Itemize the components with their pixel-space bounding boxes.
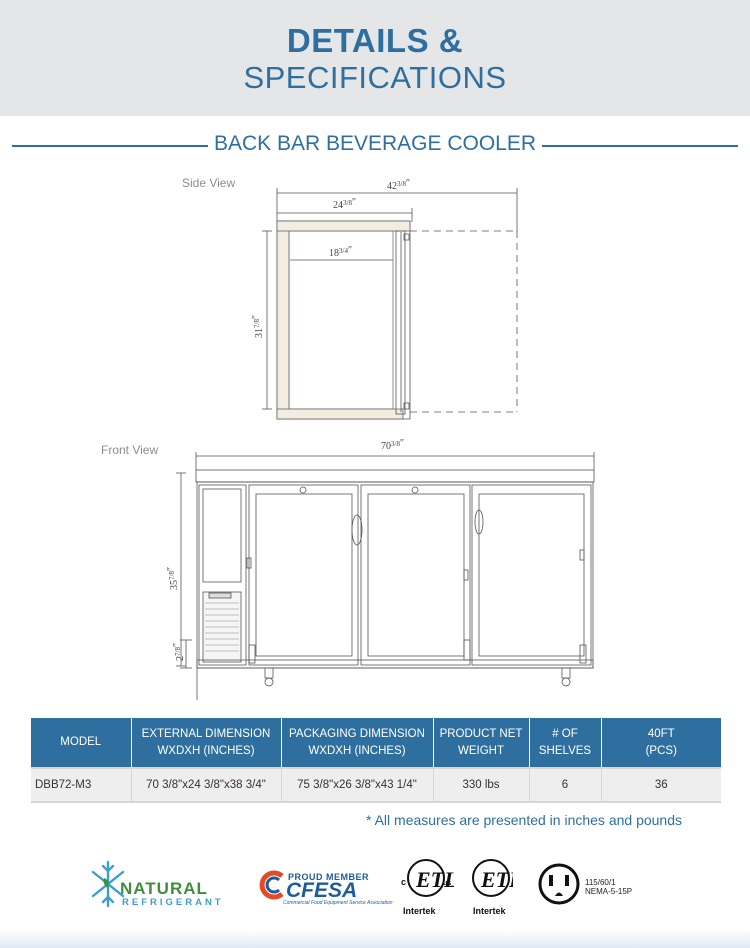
header-band	[0, 0, 750, 116]
cell-shelves: 6	[529, 767, 602, 803]
side-depth-cabinet-dim: 243/8″	[333, 197, 356, 211]
svg-text:ETL: ETL	[415, 867, 454, 892]
col-model: MODEL	[31, 718, 132, 768]
snowflake-icon	[91, 860, 125, 908]
svg-text:ETL: ETL	[480, 867, 513, 892]
cell-net-weight: 330 lbs	[433, 767, 530, 803]
nema-line2: NEMA-5-15P	[585, 887, 633, 896]
nema-plug-icon	[538, 863, 580, 905]
front-width-dim: 703/8″	[381, 438, 404, 452]
bottom-band	[0, 930, 750, 948]
cell-40ft: 36	[601, 767, 721, 803]
front-view-label: Front View	[101, 443, 159, 457]
side-view-label: Side View	[182, 176, 236, 190]
refrigerant-wordmark: REFRIGERANT	[122, 897, 224, 908]
section-rule-left	[12, 145, 222, 147]
nema-line1: 115/60/1	[585, 878, 616, 887]
side-depth-interior-dim: 183/4″	[329, 245, 352, 259]
section-title: BACK BAR BEVERAGE COOLER	[0, 132, 750, 156]
side-height-dim: 317/8″	[251, 315, 265, 338]
footnote: * All measures are presented in inches a…	[366, 812, 682, 828]
etl-mark-icon: ETL	[472, 859, 513, 897]
svg-text:us: us	[443, 880, 451, 887]
front-view-drawing	[176, 452, 595, 700]
natural-wordmark: NATURAL	[120, 879, 208, 898]
side-view-drawing	[262, 188, 518, 420]
col-40ft: 40FT(PCS)	[601, 718, 721, 768]
intertek-label-1: Intertek	[403, 906, 436, 916]
cell-model: DBB72-M3	[31, 767, 132, 803]
table-row: DBB72-M3 70 3/8"x24 3/8"x38 3/4" 75 3/8"…	[31, 767, 721, 803]
page-title-line1: DETAILS &	[286, 22, 464, 59]
cfesa-emblem-icon	[259, 870, 284, 900]
cfesa-wordmark: CFESA	[286, 879, 358, 902]
section-title-text: BACK BAR BEVERAGE COOLER	[207, 132, 543, 155]
proud-member-label: PROUD MEMBER	[288, 872, 370, 882]
cfesa-subtitle: Commercial Food Equipment Service Associ…	[283, 900, 393, 906]
front-leg-dim: 27/8″	[172, 643, 186, 661]
side-depth-total-dim: 423/8″	[387, 178, 410, 192]
page-title-line2: SPECIFICATIONS	[243, 60, 507, 95]
technical-drawing: 423/8″ 243/8″ 183/4″ 317/8″	[166, 178, 595, 700]
section-rule-right	[530, 145, 738, 147]
front-height-dim: 357/8″	[166, 567, 180, 590]
c-etl-us-mark-icon: ETL c us	[401, 859, 454, 897]
cell-external-dim: 70 3/8"x24 3/8"x38 3/4"	[131, 767, 282, 803]
cell-packaging-dim: 75 3/8"x26 3/8"x43 1/4"	[281, 767, 434, 803]
svg-text:c: c	[401, 877, 406, 887]
intertek-label-2: Intertek	[473, 906, 506, 916]
